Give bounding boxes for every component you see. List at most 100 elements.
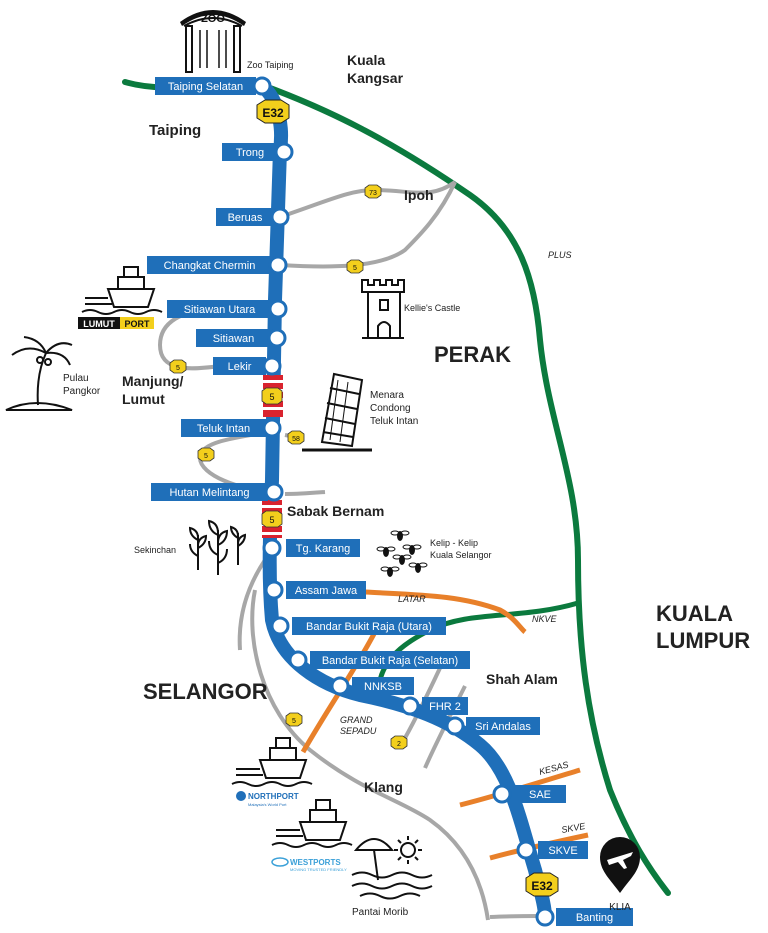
latar-line [364,589,527,634]
landmark-menara-1: Menara [370,390,404,401]
interchange-nnksb: NNKSB [330,676,414,696]
interchange-label: Bandar Bukit Raja (Utara) [306,621,432,633]
svg-text:73: 73 [369,190,377,197]
landmark-kellies-castle: Kellie's Castle [404,303,460,313]
interchange-label-box [286,581,366,599]
zoo-gate-icon: ZOO [180,10,246,73]
road-route5-klang [250,589,490,921]
interchange-label: NNKSB [364,681,402,693]
road-label-grand-sepadu-2: SEPADU [340,726,377,736]
interchange-node [535,907,555,927]
e32-shield-north: E32 [256,99,290,124]
interchange-node [445,716,465,736]
westports-logo: WESTPORTS MOVING TRUSTED FRIENDLY [271,857,347,872]
route-shield-5: 5 [261,510,283,528]
interchange-label: Assam Jawa [295,585,358,597]
northport-logo: NORTHPORT Malaysia's World Port [236,791,299,807]
westports-ship-icon [271,799,353,848]
interchange-label-box [155,77,256,95]
interchange-label-box [286,539,360,557]
interchange-sri-andalas: Sri Andalas [445,716,540,736]
interchange-teluk-intan: Teluk Intan [181,418,282,438]
interchange-label-box [151,483,268,501]
landmark-menara-2: Condong [370,403,411,414]
paddy-icon [188,519,247,575]
svg-text:NORTHPORT: NORTHPORT [248,792,299,801]
interchange-label: FHR 2 [429,701,461,713]
interchange-label-box [196,329,271,347]
svg-text:5: 5 [269,515,274,525]
palm-island-icon [5,336,73,411]
interchange-node [268,255,288,275]
svg-text:2: 2 [397,741,401,748]
interchange-beruas: Beruas [216,207,290,227]
interchange-changkat-chermin: Changkat Chermin [147,255,288,275]
road-route5-lower [197,429,273,494]
town-kuala-kangsar-1: Kuala [347,52,385,68]
interchange-lekir: Lekir [213,356,282,376]
road-hutan-east [284,490,326,496]
svg-text:5: 5 [292,718,296,725]
northport-ship-icon [231,737,313,787]
svg-text:5: 5 [269,392,274,402]
interchange-label: Banting [576,912,613,924]
interchange-label-box [292,617,446,635]
landmark-pulau-pangkor-2: Pangkor [63,386,101,397]
region-perak: PERAK [434,342,511,367]
interchange-label-box [181,419,266,437]
interchange-trong: Trong [222,142,294,162]
interchange-node [516,840,536,860]
beach-icon [351,836,433,900]
town-klang: Klang [364,779,403,795]
interchange-sitiawan: Sitiawan [196,328,287,348]
route-shield-5: 5 [285,712,303,727]
interchange-node [270,616,290,636]
road-label-nkve: NKVE [532,614,558,624]
route-shield-5: 5 [197,447,215,462]
interchange-label: Bandar Bukit Raja (Selatan) [322,655,458,667]
interchange-fhr-2: FHR 2 [400,696,468,716]
interchange-label: Sitiawan [213,333,255,345]
interchange-label: Sitiawan Utara [184,304,256,316]
road-shah-alam-2 [423,685,467,769]
interchange-node [270,207,290,227]
interchange-node [262,356,282,376]
route-shield-5: 5 [169,359,187,374]
region-kuala-lumpur-line2: LUMPUR [656,628,750,653]
interchange-node [330,676,350,696]
town-manjung-2: Lumut [122,391,165,407]
landmark-zoo-taiping: Zoo Taiping [247,60,293,70]
svg-text:5: 5 [353,265,357,272]
road-label-grand-sepadu-1: GRAND [340,715,373,725]
landmark-pantai-morib: Pantai Morib [352,907,409,918]
landmark-kelip-1: Kelip - Kelip [430,538,478,548]
interchange-label: Hutan Melintang [169,487,249,499]
landmark-kelip-2: Kuala Selangor [430,550,492,560]
interchange-label: Tg. Karang [296,543,350,555]
town-manjung-1: Manjung/ [122,373,184,389]
interchange-label-box [514,785,566,803]
lumut-ship-icon [81,266,163,315]
interchange-node [264,580,284,600]
route-shield-5: 5 [261,387,283,405]
interchange-label-box [310,651,470,669]
svg-text:5: 5 [176,365,180,372]
interchange-sae: SAE [492,784,566,804]
interchange-label-box [556,908,633,926]
svg-text:58: 58 [292,436,300,443]
svg-text:Malaysia's World Port: Malaysia's World Port [248,802,287,807]
route-shield-5: 5 [346,259,364,274]
interchange-label-box [466,717,540,735]
castle-icon [361,279,405,339]
town-taiping: Taiping [149,122,201,139]
interchange-label: SAE [529,789,551,801]
interchange-node [262,538,282,558]
interchange-label: Trong [236,147,264,159]
road-changkat-ipoh [279,181,457,269]
interchange-label-box [352,677,414,695]
landmark-menara-3: Teluk Intan [370,416,418,427]
road-label-skve: SKVE [561,821,587,835]
interchange-assam-jawa: Assam Jawa [264,580,366,600]
interchange-node [267,328,287,348]
